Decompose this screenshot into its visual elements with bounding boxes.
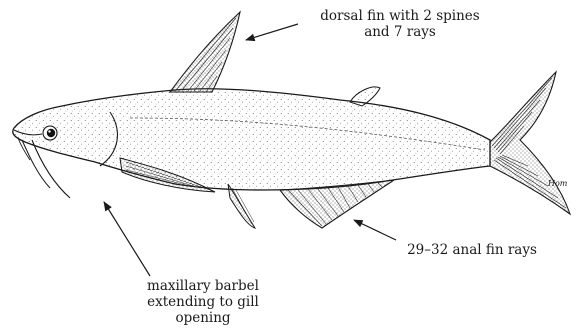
pupil (47, 129, 55, 137)
barbel-annotation: maxillary barbel extending to gill openi… (118, 278, 288, 326)
dorsal-fin-annotation: dorsal fin with 2 spines and 7 rays (300, 8, 500, 40)
barbel-arrow (104, 202, 150, 276)
anal-arrow (354, 220, 396, 240)
dorsal-annotation-line-1: dorsal fin with 2 spines (300, 8, 500, 24)
barbel-annotation-line-3: opening (118, 310, 288, 326)
barbel-annotation-line-1: maxillary barbel (118, 278, 288, 294)
pelvic-fin (228, 184, 255, 228)
fish-body (13, 89, 490, 190)
anal-annotation-text: 29–32 anal fin rays (372, 242, 572, 258)
dorsal-annotation-line-2: and 7 rays (300, 24, 500, 40)
adipose-fin (350, 87, 380, 106)
anal-fin-annotation: 29–32 anal fin rays (372, 242, 572, 258)
dorsal-fin (170, 12, 240, 92)
artist-signature: Hom (547, 179, 568, 188)
dorsal-arrow (246, 24, 298, 40)
barbel-annotation-line-2: extending to gill (118, 294, 288, 310)
